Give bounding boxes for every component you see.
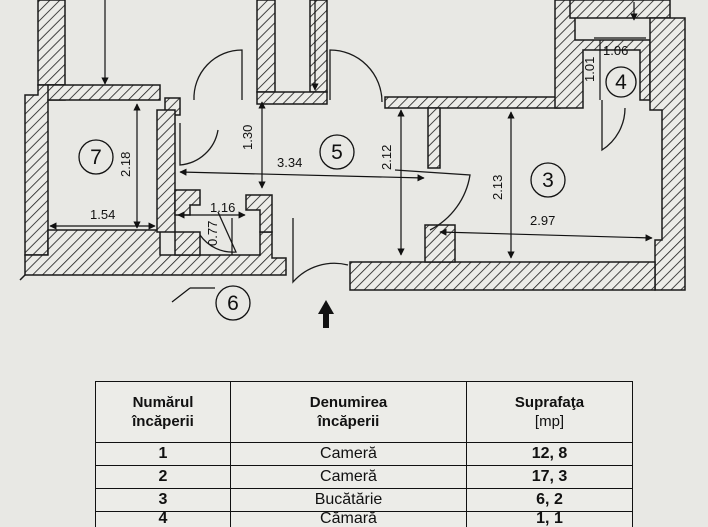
table-row: 2 Cameră 17, 3 xyxy=(95,465,633,489)
dimension-lines xyxy=(49,0,653,303)
room-6-label: 6 xyxy=(227,292,239,315)
dim-1-54: 1.54 xyxy=(90,207,115,222)
dim-2-13: 2.13 xyxy=(490,175,505,200)
dim-1-01: 1.01 xyxy=(582,57,597,82)
dim-2-18: 2.18 xyxy=(118,152,133,177)
room-3-label: 3 xyxy=(542,169,554,192)
table-row: 4 Cămară 1, 1 xyxy=(95,511,633,527)
header-area: Suprafaţa [mp] xyxy=(466,381,633,443)
dim-2-97: 2.97 xyxy=(530,213,555,228)
header-room-name: Denumirea încăperii xyxy=(230,381,467,443)
room-4-label: 4 xyxy=(615,71,627,94)
table-header-row: Numărul încăperii Denumirea încăperii Su… xyxy=(95,381,633,443)
walls xyxy=(19,0,686,291)
entrance-arrow xyxy=(318,300,334,328)
dim-1-06: 1.06 xyxy=(603,43,628,58)
dim-3-34: 3.34 xyxy=(277,155,302,170)
doors xyxy=(179,49,626,284)
table-row: 1 Cameră 12, 8 xyxy=(95,442,633,466)
dim-1-30: 1.30 xyxy=(240,125,255,150)
dim-2-12: 2.12 xyxy=(379,145,394,170)
dim-0-77: 0.77 xyxy=(205,221,220,246)
room-labels xyxy=(78,66,637,321)
dim-1-16: 1.16 xyxy=(210,200,235,215)
header-room-number: Numărul încăperii xyxy=(95,381,231,443)
rooms-table: Numărul încăperii Denumirea încăperii Su… xyxy=(95,381,633,527)
table-row: 3 Bucătărie 6, 2 xyxy=(95,488,633,512)
room-7-label: 7 xyxy=(90,146,102,169)
room-5-label: 5 xyxy=(331,141,343,164)
